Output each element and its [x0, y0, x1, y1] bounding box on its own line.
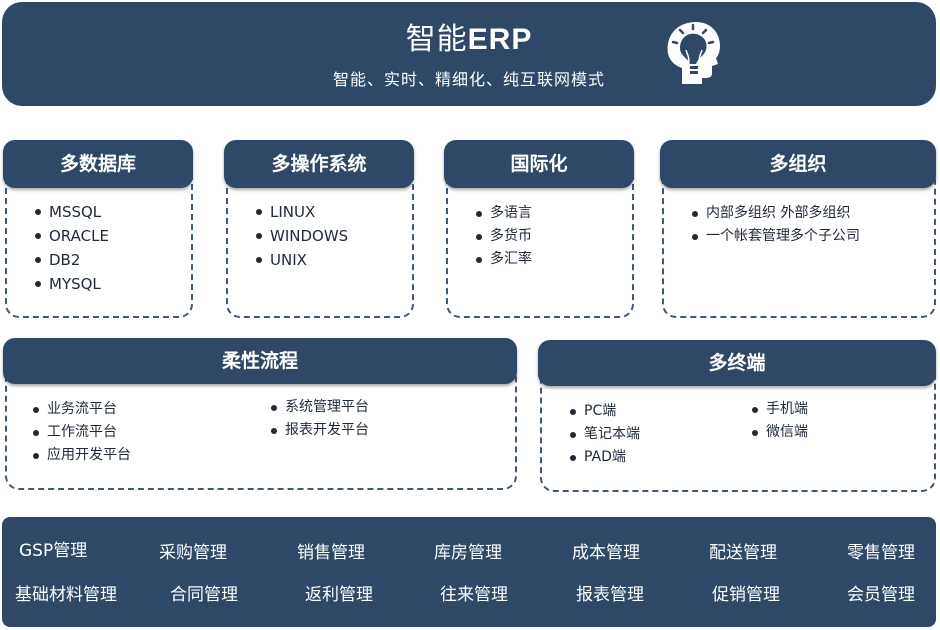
list-item: MSSQL — [33, 200, 109, 224]
brain-head-icon — [667, 22, 720, 84]
banner-title-cn: 智能 — [405, 22, 468, 57]
card-os-title: 多操作系统 — [224, 140, 414, 188]
banner-title-en: ERP — [467, 23, 533, 56]
module-item: GSP管理 — [19, 541, 88, 561]
list-item: MYSQL — [33, 272, 109, 296]
module-item: 会员管理 — [847, 585, 915, 605]
list-item: 微信端 — [750, 421, 808, 444]
banner-subtitle: 智能、实时、精细化、纯互联网模式 — [332, 70, 605, 89]
card-intl-list: 多语言 多货币 多汇率 — [474, 202, 532, 271]
module-item: 采购管理 — [159, 543, 227, 563]
list-item: UNIX — [254, 248, 348, 272]
module-item: 销售管理 — [297, 543, 365, 563]
list-item: 内部多组织 外部多组织 — [690, 202, 860, 225]
card-intl-title: 国际化 — [444, 140, 634, 188]
card-os-list: LINUX WINDOWS UNIX — [254, 200, 348, 272]
card-org: 多组织 内部多组织 外部多组织 一个帐套管理多个子公司 — [660, 140, 936, 318]
header-banner: 智能ERP 智能、实时、精细化、纯互联网模式 — [2, 2, 936, 106]
list-item: 多汇率 — [474, 248, 532, 271]
module-item: 合同管理 — [170, 585, 238, 605]
card-flow-title: 柔性流程 — [3, 338, 517, 384]
module-item: 返利管理 — [305, 585, 373, 605]
card-os: 多操作系统 LINUX WINDOWS UNIX — [224, 140, 414, 318]
card-flow: 柔性流程 业务流平台 工作流平台 应用开发平台 系统管理平台 报表开发平台 — [3, 338, 517, 490]
card-intl: 国际化 多语言 多货币 多汇率 — [444, 140, 634, 318]
card-flow-list-right: 系统管理平台 报表开发平台 — [269, 396, 369, 442]
card-database: 多数据库 MSSQL ORACLE DB2 MYSQL — [3, 140, 193, 318]
banner-title: 智能ERP — [2, 14, 936, 58]
module-item: 基础材料管理 — [15, 585, 117, 605]
module-item: 零售管理 — [847, 543, 915, 563]
list-item: 报表开发平台 — [269, 419, 369, 442]
card-terminal-list-right: 手机端 微信端 — [750, 398, 808, 444]
list-item: 手机端 — [750, 398, 808, 421]
module-item: 促销管理 — [712, 585, 780, 605]
card-database-list: MSSQL ORACLE DB2 MYSQL — [33, 200, 109, 296]
list-item: ORACLE — [33, 224, 109, 248]
module-item: 成本管理 — [572, 543, 640, 563]
list-item: WINDOWS — [254, 224, 348, 248]
module-bar: GSP管理 采购管理 销售管理 库房管理 成本管理 配送管理 零售管理 基础材料… — [2, 517, 936, 627]
list-item: PC端 — [568, 400, 640, 423]
list-item: 业务流平台 — [31, 398, 131, 421]
module-item: 报表管理 — [576, 585, 644, 605]
card-org-list: 内部多组织 外部多组织 一个帐套管理多个子公司 — [690, 202, 860, 248]
module-item: 往来管理 — [440, 585, 508, 605]
list-item: 多货币 — [474, 225, 532, 248]
list-item: 应用开发平台 — [31, 444, 131, 467]
card-terminal-list-left: PC端 笔记本端 PAD端 — [568, 400, 640, 469]
list-item: 一个帐套管理多个子公司 — [690, 225, 860, 248]
card-org-title: 多组织 — [660, 140, 936, 188]
list-item: 多语言 — [474, 202, 532, 225]
module-item: 库房管理 — [434, 543, 502, 563]
list-item: LINUX — [254, 200, 348, 224]
list-item: 系统管理平台 — [269, 396, 369, 419]
list-item: 笔记本端 — [568, 423, 640, 446]
card-flow-list-left: 业务流平台 工作流平台 应用开发平台 — [31, 398, 131, 467]
card-database-title: 多数据库 — [3, 140, 193, 188]
list-item: 工作流平台 — [31, 421, 131, 444]
list-item: DB2 — [33, 248, 109, 272]
module-item: 配送管理 — [709, 543, 777, 563]
list-item: PAD端 — [568, 446, 640, 469]
card-terminal: 多终端 PC端 笔记本端 PAD端 手机端 微信端 — [538, 340, 936, 492]
card-terminal-title: 多终端 — [538, 340, 936, 386]
